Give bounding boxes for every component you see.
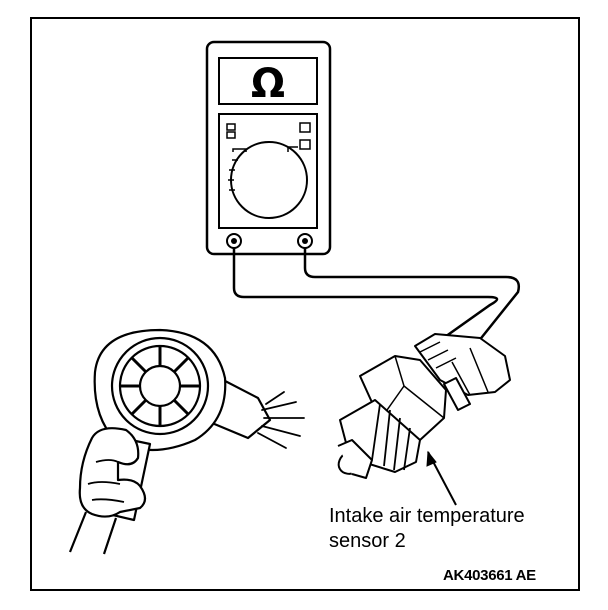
lead-ohm <box>303 248 520 343</box>
intake-air-temperature-sensor <box>337 333 511 479</box>
ohm-symbol: Ω <box>251 61 285 107</box>
callout-arrowhead <box>426 450 437 467</box>
hair-dryer <box>68 328 272 555</box>
ohmmeter <box>205 40 332 256</box>
hand <box>78 427 147 518</box>
range-marker <box>226 123 236 131</box>
range-scale-left <box>232 148 247 152</box>
lead-com <box>232 248 499 346</box>
meter-rotary-dial <box>230 141 308 219</box>
wrist <box>68 511 118 555</box>
test-leads <box>232 248 520 346</box>
airflow-lines <box>257 391 305 449</box>
range-marker <box>299 122 311 133</box>
meter-display <box>218 57 318 105</box>
range-marker <box>226 131 236 139</box>
range-marker <box>299 139 311 150</box>
sensor-label-line1: Intake air temperature <box>329 505 525 527</box>
range-scale-right <box>287 146 298 152</box>
figure-code: AK403661 AE <box>443 567 536 584</box>
sensor-label-line2: sensor 2 <box>329 530 406 552</box>
range-scale-left-ticks <box>228 159 238 191</box>
